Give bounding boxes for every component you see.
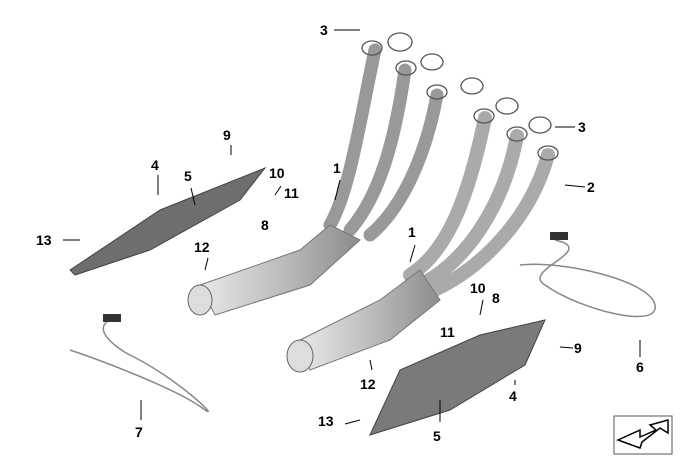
callout-9: 9 xyxy=(574,340,582,356)
callout-1: 1 xyxy=(408,224,416,240)
callout-1: 1 xyxy=(333,160,341,176)
catalyst-front xyxy=(299,269,441,371)
callout-7: 7 xyxy=(135,424,143,440)
callout-11: 11 xyxy=(284,185,299,201)
gaskets xyxy=(361,32,559,161)
heat-shield-front xyxy=(369,319,546,436)
catalyst-rear xyxy=(199,224,361,316)
heat-shield-rear xyxy=(69,166,267,276)
callout-10: 10 xyxy=(269,165,285,181)
callout-8: 8 xyxy=(492,290,500,306)
header-pipes-rear xyxy=(323,43,444,242)
callout-5: 5 xyxy=(433,428,441,444)
callout-12: 12 xyxy=(360,376,376,392)
callout-4: 4 xyxy=(151,157,159,173)
callout-4: 4 xyxy=(509,388,517,404)
callout-6: 6 xyxy=(636,359,644,375)
callout-13: 13 xyxy=(36,232,52,248)
callout-3: 3 xyxy=(320,22,328,38)
callout-13: 13 xyxy=(318,413,334,429)
oxygen-sensor-cable-left xyxy=(69,319,209,413)
orientation-arrow-icon xyxy=(613,415,673,455)
callout-11: 11 xyxy=(440,324,455,340)
callout-3: 3 xyxy=(578,119,586,135)
callout-2: 2 xyxy=(587,179,595,195)
callout-9: 9 xyxy=(223,127,231,143)
callout-5: 5 xyxy=(184,168,192,184)
callout-12: 12 xyxy=(194,239,210,255)
callout-10: 10 xyxy=(470,280,486,296)
callout-8: 8 xyxy=(261,217,269,233)
header-pipes-front xyxy=(403,111,555,299)
oxygen-sensor-cable-right xyxy=(519,239,656,318)
leader-lines xyxy=(63,29,641,425)
